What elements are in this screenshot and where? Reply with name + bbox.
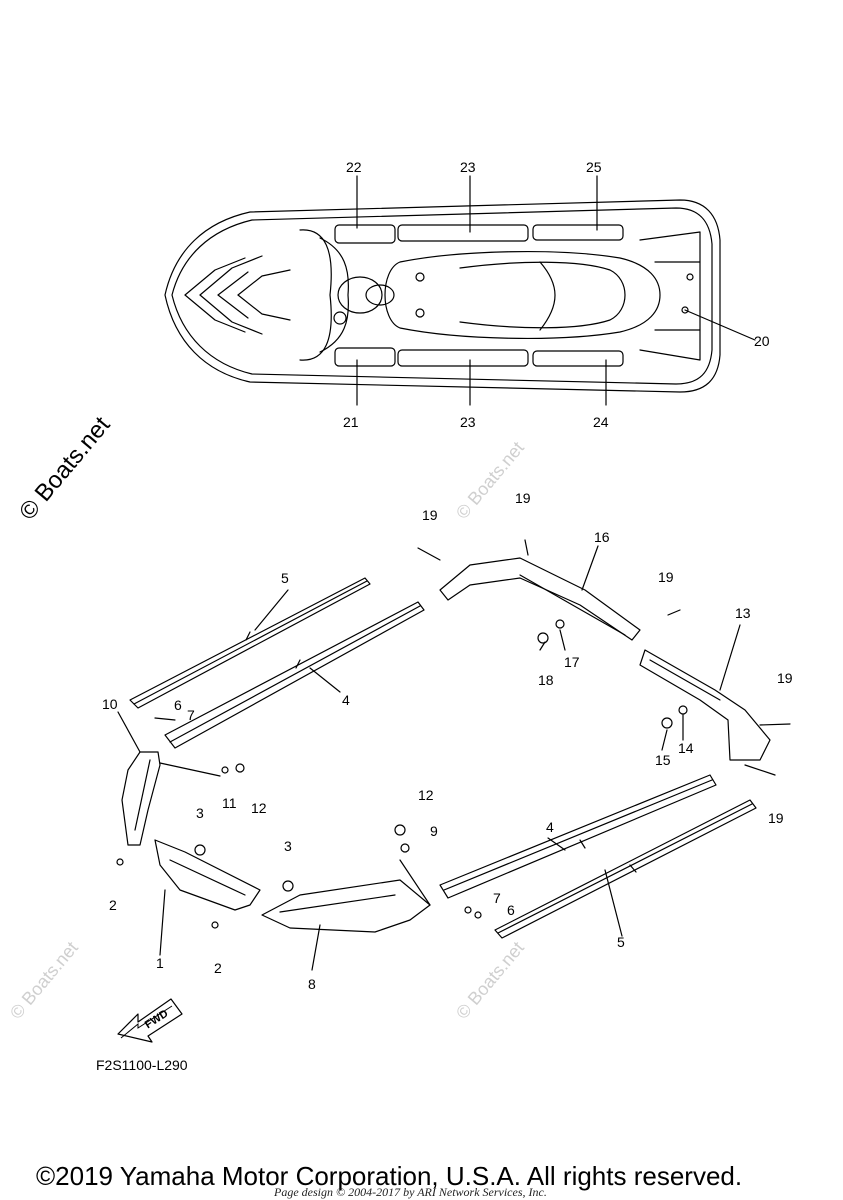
callout-19-e: 19 <box>768 810 784 826</box>
watercraft-top-view <box>164 175 756 406</box>
stern-rear-parts <box>417 539 791 776</box>
callout-5-top: 5 <box>281 570 289 586</box>
callout-8: 8 <box>308 976 316 992</box>
callout-11: 11 <box>222 795 237 811</box>
fwd-arrow-icon: FWD <box>117 998 183 1043</box>
callout-labels: 22 23 25 20 21 23 24 19 19 16 19 5 13 17… <box>102 159 793 992</box>
callout-19-c: 19 <box>658 569 674 585</box>
callout-16: 16 <box>594 529 610 545</box>
callout-23-top: 23 <box>460 159 476 175</box>
callout-4-bottom: 4 <box>546 819 554 835</box>
bow-corner-parts <box>116 711 431 971</box>
callout-2-bottom: 2 <box>214 960 222 976</box>
right-lower-rails <box>439 774 757 939</box>
left-upper-rails <box>129 577 425 749</box>
callout-6-bottom: 6 <box>507 902 515 918</box>
callout-21: 21 <box>343 414 359 430</box>
callout-1: 1 <box>156 955 164 971</box>
callout-5-bottom: 5 <box>617 934 625 950</box>
callout-9: 9 <box>430 823 438 839</box>
callout-7-top: 7 <box>187 707 195 723</box>
callout-22: 22 <box>346 159 362 175</box>
fwd-label: FWD <box>143 1008 171 1032</box>
callout-3-left: 3 <box>196 805 204 821</box>
callout-13: 13 <box>735 605 751 621</box>
callout-20: 20 <box>754 333 770 349</box>
callout-12-left: 12 <box>251 800 267 816</box>
callout-25: 25 <box>586 159 602 175</box>
callout-19-a: 19 <box>422 507 438 523</box>
callout-19-d: 19 <box>777 670 793 686</box>
callout-19-b: 19 <box>515 490 531 506</box>
callout-10: 10 <box>102 696 118 712</box>
callout-7-bottom: 7 <box>493 890 501 906</box>
callout-14: 14 <box>678 740 694 756</box>
callout-2-left: 2 <box>109 897 117 913</box>
copyright-notice: ©2019 Yamaha Motor Corporation, U.S.A. A… <box>36 1161 743 1191</box>
callout-18: 18 <box>538 672 554 688</box>
callout-15: 15 <box>655 752 671 768</box>
callout-23-bottom: 23 <box>460 414 476 430</box>
callout-4-top: 4 <box>342 692 350 708</box>
callout-12-right: 12 <box>418 787 434 803</box>
callout-24: 24 <box>593 414 609 430</box>
diagram-code: F2S1100-L290 <box>96 1057 188 1073</box>
page-design-notice: Page design © 2004-2017 by ARI Network S… <box>274 1185 547 1199</box>
callout-3-center: 3 <box>284 838 292 854</box>
callout-6-top: 6 <box>174 697 182 713</box>
callout-17: 17 <box>564 654 580 670</box>
